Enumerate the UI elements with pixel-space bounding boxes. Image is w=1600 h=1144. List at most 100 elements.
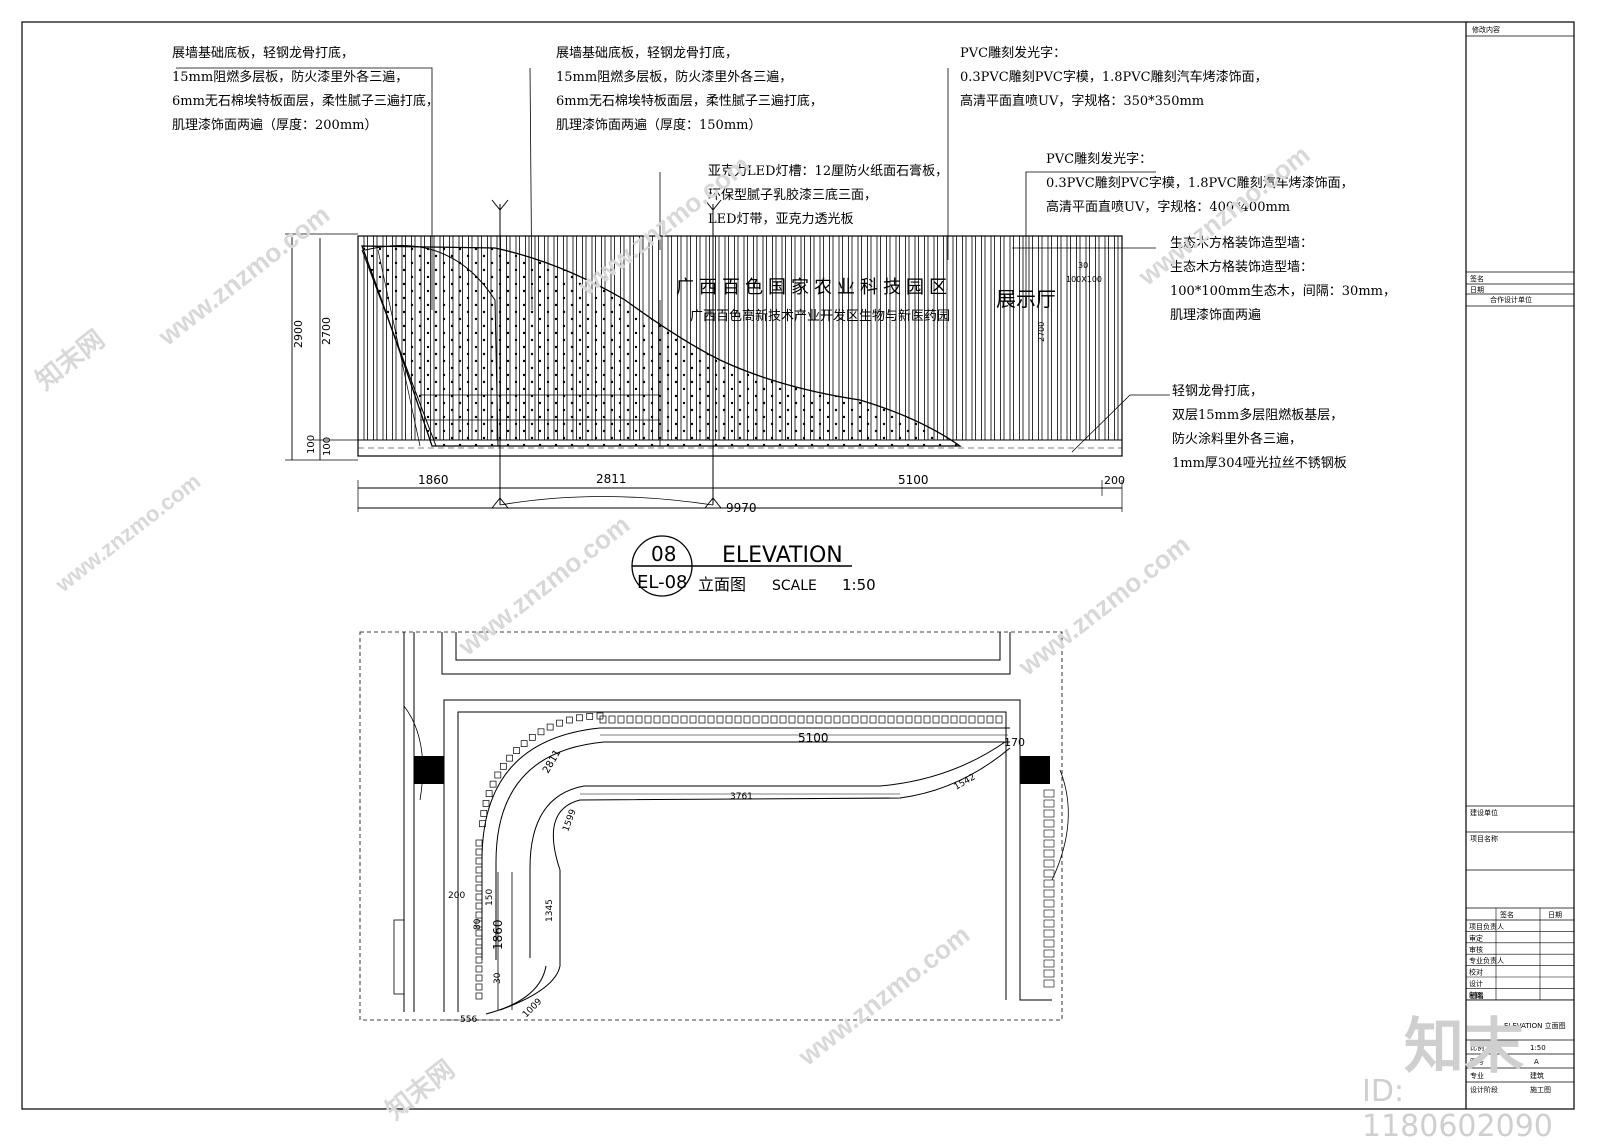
slat-square	[797, 715, 805, 724]
strip-block	[1043, 969, 1055, 978]
slat-square	[770, 715, 778, 724]
slat-square	[482, 800, 490, 807]
note-wood-line: 生态木方格装饰造型墙：	[1170, 260, 1314, 275]
note-wall-150-line: 15mm阻燃多层板，防火漆里外各三遍，	[556, 70, 793, 85]
wood-slat	[1028, 236, 1033, 441]
tb-row-label: 审核	[1469, 945, 1483, 954]
title-sheet: EL-08	[637, 572, 687, 593]
id-watermark: ID: 1180602090	[1362, 1074, 1553, 1144]
tb-partner: 合作设计单位	[1490, 295, 1532, 304]
tb-f-disc: 专业	[1470, 1071, 1484, 1080]
slat-square	[608, 715, 616, 724]
slat-square	[689, 715, 697, 724]
slat-square	[950, 715, 958, 724]
slat-square	[499, 762, 507, 770]
wood-slat	[1019, 236, 1024, 441]
tb-scale: 1:50	[1530, 1044, 1546, 1052]
tb-drawing-name: ELEVATION 立面图	[1504, 1021, 1566, 1030]
sign-line-1: 广西百色国家农业科技园区	[676, 277, 952, 298]
tb-date: 日期	[1470, 286, 1484, 294]
plan-dim-1345: 1345	[545, 899, 555, 922]
elevation-view: 2900 2700 100 100 1860 2811 5100 200 997…	[176, 67, 1170, 515]
note-wall-200-line: 肌理漆饰面两遍（厚度：200mm）	[172, 118, 378, 133]
slat-square	[485, 790, 493, 797]
slat-square	[475, 956, 483, 964]
wood-slat	[962, 236, 967, 441]
slat-square	[896, 715, 904, 724]
slat-square	[905, 715, 913, 724]
slat-square	[475, 947, 483, 955]
slat-square	[878, 715, 886, 724]
slat-square	[617, 715, 625, 724]
tb-row-label: 校对	[1469, 968, 1483, 977]
slat-square	[833, 715, 841, 724]
slat-square	[914, 715, 922, 724]
slat-square	[475, 992, 483, 1000]
strip-block	[1043, 789, 1055, 798]
slat-square	[475, 902, 483, 910]
dim-height-2700: 2700	[320, 317, 333, 345]
strip-block	[1043, 939, 1055, 948]
dim-inner-30: 30	[1078, 261, 1088, 270]
dim-9970: 9970	[726, 501, 757, 515]
slat-square	[576, 714, 583, 722]
slat-square	[860, 715, 868, 724]
wood-slat	[933, 236, 938, 441]
slat-square	[556, 719, 563, 727]
strip-block	[1043, 799, 1055, 808]
slat-square	[626, 715, 634, 724]
wood-slat	[924, 236, 929, 441]
plan-view: 5100 3761 2811 1542 1599 170 1345 200 15…	[359, 631, 1069, 1025]
tb-row-label: 专业负责人	[1469, 956, 1504, 965]
wood-slat	[952, 236, 957, 441]
wood-slat	[1047, 236, 1052, 441]
slat-square	[475, 983, 483, 991]
plan-dim-1599: 1599	[561, 808, 578, 833]
strip-block	[1043, 849, 1055, 858]
note-pvc-400-line: 高清平面直喷UV，字规格：400*400mm	[1046, 200, 1291, 215]
tb-h-sign: 签名	[1500, 910, 1514, 919]
slat-square	[475, 857, 483, 865]
slat-square	[779, 715, 787, 724]
tb-row-label: 审定	[1469, 933, 1483, 942]
strip-block	[1043, 979, 1055, 988]
plan-dim-30: 30	[493, 972, 503, 984]
note-base: 轻钢龙骨打底， 双层15mm多层阻燃板基层， 防火涂料里外各三遍， 1mm厚30…	[1172, 380, 1347, 476]
wood-slat	[895, 236, 900, 441]
slat-square	[824, 715, 832, 724]
tb-sign: 签名	[1470, 274, 1484, 283]
strip-block	[1043, 809, 1055, 818]
dim-height-2900: 2900	[292, 320, 305, 348]
slat-square	[475, 848, 483, 856]
note-wall-200-line: 展墙基础底板，轻钢龙骨打底，	[172, 46, 355, 61]
slat-square	[475, 884, 483, 892]
sign-line-2: 广西百色高新技术产业开发区生物与新医药园	[690, 308, 950, 324]
strip-block	[1043, 879, 1055, 888]
logo-watermark: 知末	[1404, 1012, 1524, 1082]
wood-slat	[971, 236, 976, 441]
title-scale-label: SCALE	[772, 578, 817, 594]
wood-slat	[1104, 236, 1109, 441]
slat-square	[644, 715, 652, 724]
slat-square	[635, 715, 643, 724]
tb-project: 项目名称	[1470, 834, 1498, 843]
strip-block	[1043, 839, 1055, 848]
wood-slat	[1057, 236, 1062, 441]
note-pvc-400-line: PVC雕刻发光字：	[1046, 152, 1153, 167]
plan-dim-1860: 1860	[491, 919, 505, 950]
tb-client: 建设单位	[1470, 808, 1498, 817]
note-wall-150-line: 6mm无石棉埃特板面层，柔性腻子三遍打底，	[556, 94, 823, 109]
slat-square	[752, 715, 760, 724]
wood-slat	[914, 236, 919, 441]
slat-square	[869, 715, 877, 724]
slat-square	[851, 715, 859, 724]
strip-block	[1043, 919, 1055, 928]
plan-dim-170: 170	[1004, 736, 1025, 749]
note-wood-line: 100*100mm生态木，间隔：30mm，	[1170, 284, 1396, 299]
slat-square	[596, 712, 604, 720]
plan-dim-556: 556	[460, 1015, 477, 1025]
plan-dim-80: 80	[473, 918, 483, 930]
slat-square	[494, 771, 502, 779]
tb-h-date: 日期	[1548, 911, 1562, 919]
